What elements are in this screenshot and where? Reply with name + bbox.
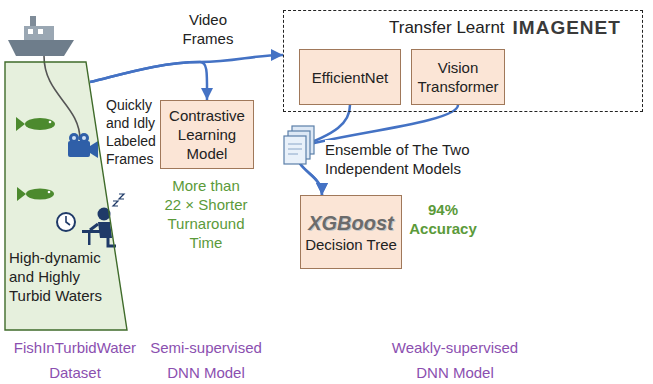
document-stack-icon (288, 144, 302, 154)
box-label: EfficientNet (312, 68, 388, 87)
camera-icon (90, 141, 98, 158)
stage-caption: FishInTurbidWater Dataset (5, 335, 145, 384)
fish-icon (16, 117, 25, 131)
fish-icon (17, 187, 54, 201)
fish-icon (17, 187, 26, 201)
boat-icon (24, 26, 54, 40)
region-label: High-dynamic and Highly Turbid Waters (9, 248, 117, 305)
box-label: Decision Tree (305, 235, 397, 254)
box-label: Vision Transformer (416, 58, 500, 96)
process-box: Contrastive Learning Model (160, 100, 254, 169)
sleeping-person-icon (82, 230, 100, 233)
model-box: EfficientNet (299, 49, 401, 105)
sleeping-person-icon (113, 201, 118, 206)
metric-note: 94% Accuracy (408, 200, 478, 238)
fish-icon (25, 118, 55, 130)
edge-label: Ensemble of The Two Independent Models (325, 140, 505, 178)
document-stack-icon (284, 126, 314, 164)
text-block: High-dynamic and Highly Turbid Waters (9, 248, 117, 305)
camera-icon (68, 133, 98, 158)
fish-icon (26, 189, 54, 200)
annotation: Quickly and Idly Labeled Frames (106, 96, 158, 168)
logo-text: IMAGENET (513, 17, 621, 39)
sleeping-person-icon (90, 224, 98, 230)
box-label: Contrastive Learning Model (165, 106, 249, 163)
camera-icon (82, 136, 86, 140)
flow-arrow (90, 55, 283, 82)
stage-caption: Weakly-supervised DNN Model (380, 335, 530, 384)
boat-icon (8, 16, 74, 56)
logo-text: XGBoost (308, 211, 394, 235)
camera-icon (79, 133, 89, 143)
sleeping-person-icon (66, 216, 70, 225)
metric-note: More than 22 × Shorter Turnaround Time (162, 176, 250, 252)
boat-icon (8, 40, 74, 56)
sleeping-person-icon (108, 238, 116, 246)
boat-icon (38, 29, 43, 34)
model-box: Vision Transformer (411, 49, 505, 105)
sleeping-person-icon (88, 233, 91, 245)
camera-icon (69, 133, 79, 143)
fish-icon (16, 117, 55, 131)
edge-label: Video Frames (168, 10, 248, 48)
group-title: Transfer Learnt IMAGENET (389, 17, 621, 39)
sleeping-person-icon (57, 213, 75, 231)
sleeping-person-icon (57, 194, 124, 246)
fish-icon (49, 121, 52, 124)
sleeping-person-icon (119, 194, 124, 199)
boat-icon (28, 29, 33, 34)
group-title: Transfer Learnt (389, 17, 505, 39)
boat-icon (30, 16, 36, 26)
document-stack-icon (284, 136, 306, 164)
classifier-box: XGBoostDecision Tree (300, 195, 402, 269)
sleeping-person-icon (98, 222, 112, 238)
camera-icon (72, 136, 76, 140)
camera-icon (68, 141, 90, 157)
group-box: Transfer Learnt IMAGENET EfficientNet Visio… (283, 10, 643, 112)
stage-caption: Semi-supervised DNN Model (141, 335, 271, 384)
fish-icon (48, 191, 51, 194)
